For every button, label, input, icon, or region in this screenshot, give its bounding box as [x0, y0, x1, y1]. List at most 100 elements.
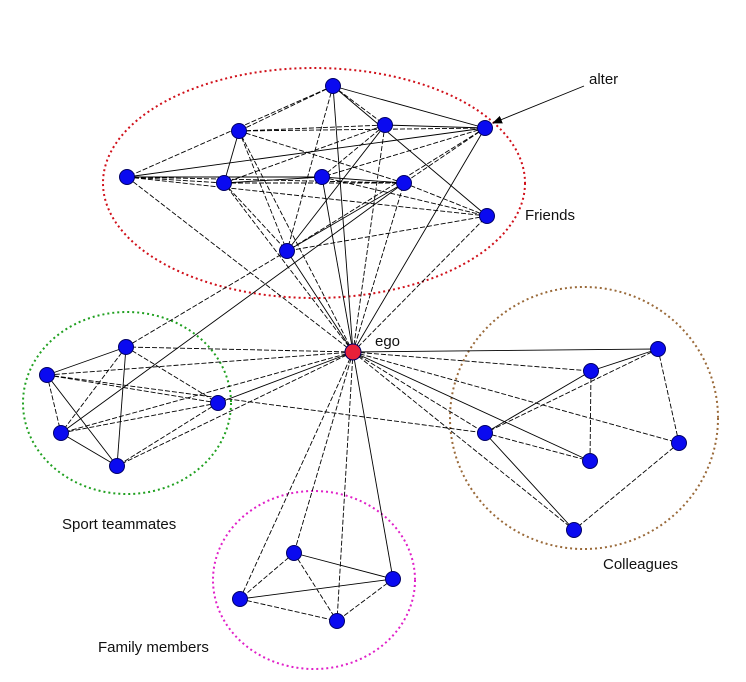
edge-ego-s4 — [60, 351, 354, 434]
edge-ego-s2 — [46, 351, 354, 376]
edge-m1-m2 — [293, 552, 394, 580]
edge-c2-c3 — [484, 370, 592, 434]
edge-f5-f8 — [126, 176, 405, 184]
friends-node-f5 — [119, 169, 135, 185]
friends-node-f4 — [477, 120, 493, 136]
edge-f1-f5 — [126, 85, 334, 178]
edge-ego-f9 — [352, 215, 488, 353]
edge-ego-m2 — [352, 351, 394, 580]
edge-f1-f10 — [286, 85, 334, 252]
edge-ego-c2 — [352, 351, 592, 372]
edge-ego-c1 — [352, 348, 659, 353]
edge-f8-s4 — [60, 182, 405, 434]
edge-f2-f6 — [223, 130, 240, 184]
ego-node — [344, 343, 362, 361]
edge-f3-f4 — [384, 124, 486, 129]
family-node-m3 — [232, 591, 248, 607]
edge-ego-c5 — [352, 351, 680, 444]
edge-f2-f10 — [238, 130, 288, 252]
sport-teammates-label: Sport teammates — [62, 516, 176, 533]
colleagues-group-circle — [449, 286, 719, 550]
edge-ego-f1 — [332, 85, 354, 353]
edge-ego-s1 — [125, 346, 354, 353]
edge-f5-f9 — [126, 176, 488, 217]
edge-f6-f10 — [223, 182, 288, 252]
edge-s1-s4 — [60, 346, 127, 434]
edge-c1-c3 — [484, 348, 659, 434]
edge-ego-f7 — [321, 176, 354, 353]
friends-node-f6 — [216, 175, 232, 191]
edge-f1-f3 — [332, 85, 386, 126]
edge-c1-c5 — [657, 348, 680, 444]
colleagues-node-c5 — [671, 435, 687, 451]
edge-c2-c4 — [589, 370, 592, 462]
edge-f6-f7 — [223, 176, 323, 184]
edge-ego-m3 — [239, 351, 354, 600]
group-circles — [22, 67, 719, 670]
edge-f10-s1 — [125, 250, 288, 348]
friends-node-f2 — [231, 123, 247, 139]
sport-node-s2 — [39, 367, 55, 383]
edge-f3-f7 — [321, 124, 386, 178]
edge-s2-c3 — [46, 374, 486, 434]
edge-ego-f10 — [286, 250, 354, 353]
edge-f3-f10 — [286, 124, 386, 252]
edge-f4-f10 — [286, 127, 486, 252]
sport-node-s3 — [210, 395, 226, 411]
edge-c3-c6 — [484, 432, 575, 531]
edge-s2-s4 — [46, 374, 62, 434]
edge-ego-s5 — [116, 351, 354, 467]
edge-f5-f6 — [126, 176, 225, 184]
colleagues-label: Colleagues — [603, 556, 678, 573]
edge-ego-c3 — [352, 351, 486, 434]
friends-node-f3 — [377, 117, 393, 133]
alter-arrow — [492, 85, 585, 124]
edge-f4-f7 — [321, 127, 486, 178]
edge-m1-m4 — [293, 552, 338, 622]
colleagues-node-c1 — [650, 341, 666, 357]
family-members-label: Family members — [98, 639, 209, 656]
edge-f4-f5 — [126, 127, 486, 178]
edge-s3-s5 — [116, 402, 219, 467]
edge-m2-m3 — [239, 578, 394, 600]
edge-ego-f8 — [352, 182, 405, 353]
colleagues-node-c2 — [583, 363, 599, 379]
edge-f1-f2 — [238, 85, 334, 132]
edge-s3-s4 — [60, 402, 219, 434]
edge-f9-f10 — [286, 215, 488, 252]
edge-f3-f6 — [223, 124, 386, 184]
edge-ego-m4 — [336, 351, 354, 622]
friends-node-f7 — [314, 169, 330, 185]
edge-ego-m1 — [293, 351, 354, 554]
edge-m3-m4 — [239, 598, 338, 622]
friends-node-f10 — [279, 243, 295, 259]
edge-s1-s5 — [116, 346, 127, 467]
family-group-circle — [212, 490, 416, 670]
edge-f2-f3 — [238, 124, 386, 132]
edge-s4-s5 — [60, 432, 118, 467]
edge-f8-f9 — [403, 182, 488, 217]
friends-node-f9 — [479, 208, 495, 224]
colleagues-node-c3 — [477, 425, 493, 441]
friends-node-f8 — [396, 175, 412, 191]
family-node-m4 — [329, 613, 345, 629]
colleagues-node-c6 — [566, 522, 582, 538]
edge-ego-f4 — [352, 127, 486, 353]
edge-m2-m4 — [336, 578, 394, 622]
alter-label: alter — [589, 71, 618, 88]
friends-label: Friends — [525, 207, 575, 224]
edge-f2-f8 — [238, 130, 405, 184]
edge-c5-c6 — [573, 442, 680, 531]
edge-f8-f10 — [286, 182, 405, 252]
edge-s1-s2 — [46, 346, 127, 376]
edge-ego-f3 — [352, 124, 386, 353]
edge-ego-c6 — [352, 351, 575, 531]
edge-s1-s3 — [125, 346, 219, 404]
edge-s2-s3 — [46, 374, 219, 404]
edge-c3-c4 — [484, 432, 591, 462]
edge-f7-f9 — [321, 176, 488, 217]
nodes — [39, 78, 687, 629]
edge-s2-s5 — [46, 374, 118, 467]
edge-f2-f4 — [238, 127, 486, 132]
sport-node-s4 — [53, 425, 69, 441]
